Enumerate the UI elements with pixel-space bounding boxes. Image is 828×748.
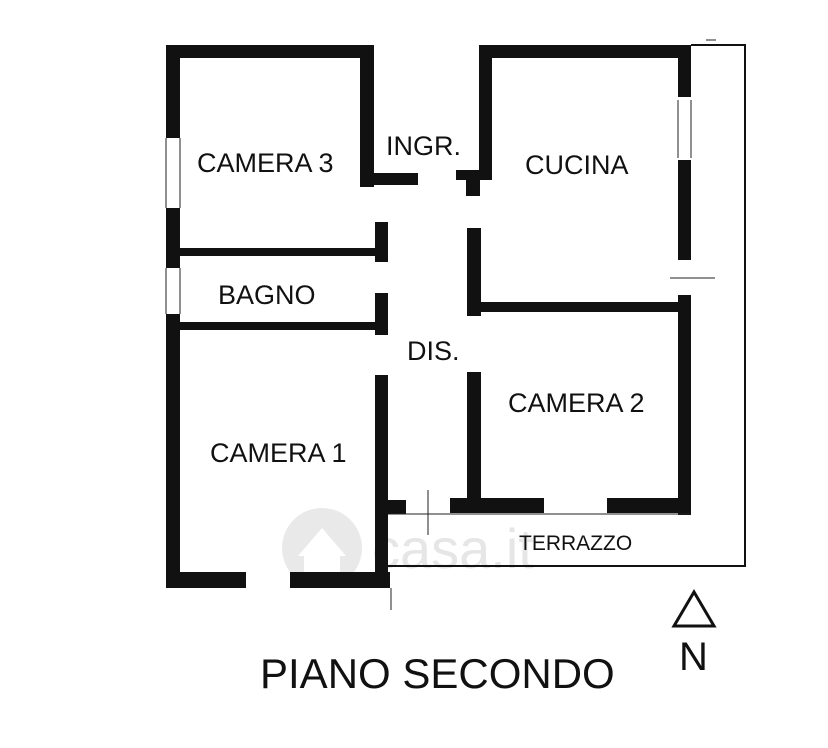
room-label-ingresso: INGR. xyxy=(386,131,461,161)
window-marks xyxy=(163,100,695,314)
north-arrow: N xyxy=(671,589,717,679)
room-label-bagno: BAGNO xyxy=(218,280,316,310)
room-label-camera-3: CAMERA 3 xyxy=(197,148,334,178)
floor-title: PIANO SECONDO xyxy=(260,650,615,697)
north-arrow-icon xyxy=(671,589,717,628)
room-label-camera-1: CAMERA 1 xyxy=(210,438,347,468)
watermark-text: casa.it xyxy=(372,517,534,580)
room-label-disimpegno: DIS. xyxy=(407,336,460,366)
watermark: casa.it xyxy=(282,508,534,588)
terrace-outline xyxy=(388,39,746,610)
room-label-camera-2: CAMERA 2 xyxy=(508,388,645,418)
room-label-cucina: CUCINA xyxy=(525,150,629,180)
north-label: N xyxy=(679,635,708,679)
walls xyxy=(166,45,691,588)
room-label-terrazzo: TERRAZZO xyxy=(519,532,632,555)
house-logo-icon xyxy=(282,508,362,588)
